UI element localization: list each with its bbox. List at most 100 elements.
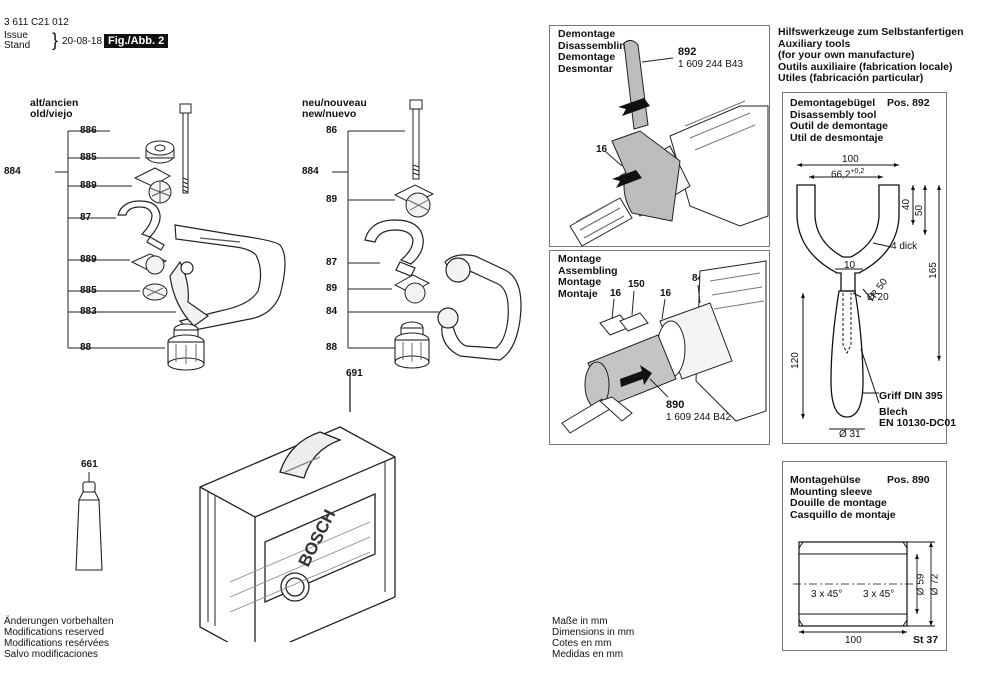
aux-title-line: (for your own manufacture) [778,49,915,61]
new-group-number-label: 884 [302,166,319,177]
sleeve-dia72: Ø 72 [929,573,941,596]
issue-stand-label: Issue Stand [4,31,30,51]
old-part-label: 87 [80,212,92,223]
old-nut-885 [145,140,175,164]
dim-10: 10 [844,260,856,271]
disassembly-illustration [569,39,769,246]
dim-120: 120 [789,352,801,369]
bracket-note: Griff DIN 395 [879,390,943,402]
new-part-label: 87 [326,257,338,268]
disassembly-label-16: 16 [596,144,608,155]
new-knob-88 [394,321,430,369]
old-group-title: alt/ancien old/viejo [30,98,78,120]
new-part-89-lower [393,274,431,304]
carrying-case-drawing: BOSCH [199,374,396,642]
footer-middle-line: Cotes en mm [552,638,612,649]
dim-dia31: Ø 31 [839,429,861,440]
assembly-tool-part: 890 [666,399,685,411]
disassembly-tool-number: 1 609 244 B43 [678,59,744,70]
sleeve-title: Montagehülse Mounting sleeve Douille de … [790,474,896,521]
sleeve-chamfer-right: 3 x 45° [863,589,895,600]
assembly-label-16a: 16 [610,288,622,299]
old-part-label: 883 [80,306,97,317]
old-clamp-band-87 [117,200,165,251]
dim-40: 40 [901,198,913,211]
old-bolt-886 [179,103,192,194]
aux-title-line: Utiles (fabricación particular) [778,72,924,84]
sleeve-title-line: Mounting sleeve [790,485,873,498]
old-part-label: 889 [80,254,97,265]
bracket-title: Demontagebügel Disassembly tool Outil de… [790,97,889,144]
footer-left-line: Modifications reserved [4,627,105,638]
aux-title-line: Auxiliary tools [778,37,851,50]
footer-middle-line: Medidas en mm [552,649,624,660]
footer-left: Änderungen vorbehalten Modifications res… [4,616,114,660]
new-title-line2: new/nuevo [302,108,357,120]
bracket-drawing-panel: Demontagebügel Disassembly tool Outil de… [782,92,956,444]
bracket-notes: Griff DIN 395 Blech EN 10130-DC01 [879,390,957,430]
dim-thickness: 4 dick [891,241,918,252]
bracket-note: Blech [879,405,908,418]
bracket-technical-drawing [796,163,941,430]
new-group-drawing [332,99,522,369]
bracket-title-line: Disassembly tool [790,108,877,121]
sleeve-title-line: Montagehülse [790,474,861,486]
new-part-label: 89 [326,194,338,205]
new-part-label: 86 [326,125,338,136]
new-part-label: 89 [326,283,338,294]
footer-middle-line: Dimensions in mm [552,627,635,638]
new-group-title: neu/nouveau new/nuevo [302,98,367,120]
assembly-title-line: Montage [558,253,602,265]
bracket-note: EN 10130-DC01 [879,417,957,429]
old-part-label: 886 [80,125,97,136]
disassembly-title: Demontage Disassembling Demontage Desmon… [558,28,633,75]
sleeve-chamfer-left: 3 x 45° [811,589,843,600]
assembly-label-150: 150 [628,279,645,290]
new-part-89-upper [393,184,435,218]
bracket-title-line: Util de desmontaje [790,131,884,144]
dim-inner: 66,2+0,2 [831,166,864,180]
bracket-title-line: Demontagebügel [790,97,876,109]
assembly-title: Montage Assembling Montage Montaje [558,253,618,300]
assembly-illustration [561,260,767,434]
issue-label: Issue [4,30,28,41]
bracket-title-line: Outil de demontage [790,120,889,132]
doc-number: 3 611 C21 012 [4,17,69,28]
aux-tools-title: Hilfswerkzeuge zum Selbstanfertigen Auxi… [778,26,964,85]
assembly-label-16b: 16 [660,288,672,299]
sleeve-title-line: Casquillo de montaje [790,508,896,521]
grease-tube-drawing [75,472,103,571]
aux-title-line: Outils auxiliaire (fabrication locale) [778,60,953,73]
disassembly-title-line: Disassembling [558,39,633,52]
dim-dia20: Ø 20 [867,292,889,303]
new-part-label: 84 [326,306,338,317]
old-knob-88 [167,323,205,371]
footer-middle-line: Maße in mm [552,616,608,627]
sleeve-length: 100 [845,635,862,646]
tube-part-label: 661 [81,459,98,470]
old-title-line2: old/viejo [30,108,73,120]
figure-label: Fig./Abb. 2 [104,34,169,48]
new-part-label: 88 [326,342,338,353]
sleeve-drawing-panel: Montagehülse Mounting sleeve Douille de … [782,461,947,651]
new-handle-84 [437,254,522,361]
disassembly-title-line: Desmontar [558,62,613,75]
assembly-title-line: Montaje [558,287,598,300]
sleeve-pos: Pos. 890 [887,474,930,486]
old-part-889-upper [133,167,172,204]
stand-label: Stand [4,40,31,51]
aux-title-line: Hilfswerkzeuge zum Selbstanfertigen [778,26,964,38]
old-handle-883 [169,224,286,332]
new-bolt-86 [409,99,423,180]
new-clamp-band-87 [364,219,424,277]
disassembly-panel: Demontage Disassembling Demontage Desmon… [549,25,770,247]
sleeve-dia59: Ø 59 [915,573,927,596]
issue-date: 20-08-18 [62,36,103,47]
old-group-number-label: 884 [4,166,21,177]
dim-width: 100 [842,154,859,165]
old-part-label: 885 [80,152,97,163]
assembly-title-line: Assembling [558,264,618,277]
old-part-label: 88 [80,342,92,353]
dim-inner-tol: +0,2 [850,168,865,175]
case-part-label: 691 [346,368,363,379]
